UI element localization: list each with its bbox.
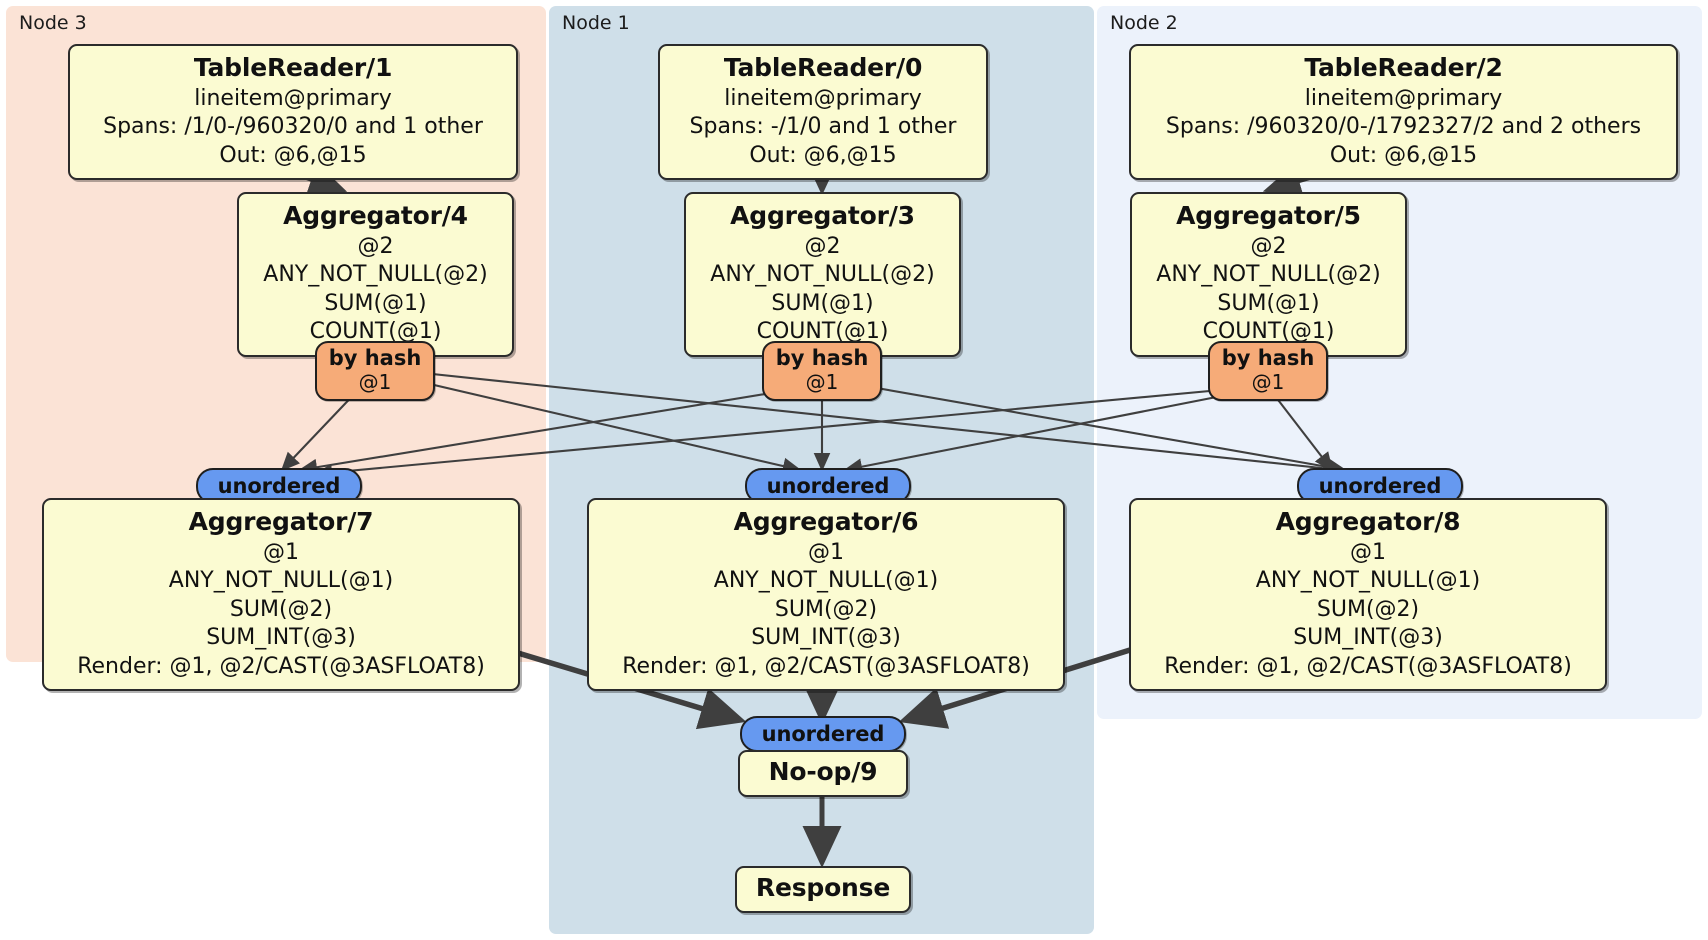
processor-aggregator-7[interactable]: Aggregator/7 @1 ANY_NOT_NULL(@1) SUM(@2)… [42,498,520,692]
router-column-label: @1 [358,369,392,394]
processor-aggregator-8[interactable]: Aggregator/8 @1 ANY_NOT_NULL(@1) SUM(@2)… [1129,498,1607,692]
processor-title: Response [755,873,891,902]
processor-detail-agg-3: COUNT(@1) [1202,319,1335,345]
processor-detail-spans: Spans: /960320/0-/1792327/2 and 2 others [1165,114,1642,140]
router-type-label: unordered [217,474,341,498]
router-type-label: unordered [766,474,890,498]
processor-detail-out: Out: @6,@15 [219,142,367,168]
router-type-label: by hash [1221,346,1315,370]
router-by-hash-aggregator-3[interactable]: by hash @1 [762,341,882,401]
processor-title: TableReader/1 [193,53,393,82]
processor-title: Aggregator/4 [283,201,468,230]
processor-detail-agg-1: ANY_NOT_NULL(@1) [1255,568,1481,594]
processor-detail-groupcol: @1 [263,539,299,565]
processor-detail-agg-3: COUNT(@1) [309,319,442,345]
processor-title: Aggregator/5 [1176,201,1361,230]
processor-detail-agg-2: SUM(@1) [771,290,874,316]
processor-detail-agg-3: SUM_INT(@3) [751,625,901,651]
processor-title: Aggregator/8 [1275,507,1461,536]
processor-detail-agg-3: SUM_INT(@3) [1293,625,1443,651]
processor-detail-agg-2: SUM(@2) [774,596,878,622]
processor-aggregator-3[interactable]: Aggregator/3 @2 ANY_NOT_NULL(@2) SUM(@1)… [684,192,961,357]
processor-detail-groupcol: @1 [808,539,844,565]
processor-detail-agg-1: ANY_NOT_NULL(@2) [1156,262,1381,288]
router-by-hash-aggregator-4[interactable]: by hash @1 [315,341,435,401]
node-panel-label: Node 2 [1110,12,1178,34]
processor-detail-agg-2: SUM(@2) [1316,596,1420,622]
processor-detail-out: Out: @6,@15 [1329,142,1478,168]
processor-detail-agg-1: ANY_NOT_NULL(@1) [713,568,939,594]
processor-detail-groupcol: @1 [1350,539,1386,565]
processor-detail-render: Render: @1, @2/CAST(@3ASFLOAT8) [77,653,485,679]
processor-detail-groupcol: @2 [804,233,841,259]
processor-tablereader-0[interactable]: TableReader/0 lineitem@primary Spans: -/… [658,44,988,181]
processor-detail-agg-2: SUM(@1) [1217,290,1320,316]
processor-aggregator-5[interactable]: Aggregator/5 @2 ANY_NOT_NULL(@2) SUM(@1)… [1130,192,1407,357]
router-type-label: unordered [1318,474,1442,498]
processor-detail-spans: Spans: /1/0-/960320/0 and 1 other [103,114,483,140]
processor-detail-spans: Spans: -/1/0 and 1 other [689,114,957,140]
node-panel-label: Node 3 [19,12,87,34]
processor-title: TableReader/0 [723,53,923,82]
processor-title: Aggregator/7 [188,507,374,536]
router-column-label: @1 [805,369,839,394]
router-by-hash-aggregator-5[interactable]: by hash @1 [1208,341,1328,401]
processor-detail-render: Render: @1, @2/CAST(@3ASFLOAT8) [1164,653,1572,679]
processor-detail-agg-1: ANY_NOT_NULL(@2) [710,262,935,288]
processor-detail-agg-3: SUM_INT(@3) [206,625,356,651]
router-type-label: by hash [328,346,422,370]
processor-detail-render: Render: @1, @2/CAST(@3ASFLOAT8) [622,653,1030,679]
processor-detail-table: lineitem@primary [194,85,392,111]
processor-detail-agg-1: ANY_NOT_NULL(@1) [168,568,394,594]
processor-tablereader-1[interactable]: TableReader/1 lineitem@primary Spans: /1… [68,44,518,181]
router-unordered-final[interactable]: unordered [740,716,906,752]
processor-aggregator-6[interactable]: Aggregator/6 @1 ANY_NOT_NULL(@1) SUM(@2)… [587,498,1065,692]
processor-no-op-9[interactable]: No-op/9 [738,750,908,797]
processor-aggregator-4[interactable]: Aggregator/4 @2 ANY_NOT_NULL(@2) SUM(@1)… [237,192,514,357]
router-type-label: unordered [761,722,885,746]
processor-title: Aggregator/6 [733,507,919,536]
processor-detail-groupcol: @2 [357,233,394,259]
processor-tablereader-2[interactable]: TableReader/2 lineitem@primary Spans: /9… [1129,44,1678,181]
processor-response[interactable]: Response [735,866,911,913]
processor-detail-agg-1: ANY_NOT_NULL(@2) [263,262,488,288]
router-column-label: @1 [1251,369,1285,394]
processor-detail-agg-3: COUNT(@1) [756,319,889,345]
processor-detail-table: lineitem@primary [1304,85,1503,111]
router-type-label: by hash [775,346,869,370]
processor-title: TableReader/2 [1304,53,1503,82]
processor-detail-agg-2: SUM(@1) [324,290,427,316]
processor-detail-agg-2: SUM(@2) [229,596,333,622]
processor-title: No-op/9 [768,757,878,786]
processor-title: Aggregator/3 [730,201,915,230]
processor-detail-groupcol: @2 [1250,233,1287,259]
node-panel-label: Node 1 [562,12,630,34]
processor-detail-out: Out: @6,@15 [749,142,897,168]
processor-detail-table: lineitem@primary [724,85,922,111]
